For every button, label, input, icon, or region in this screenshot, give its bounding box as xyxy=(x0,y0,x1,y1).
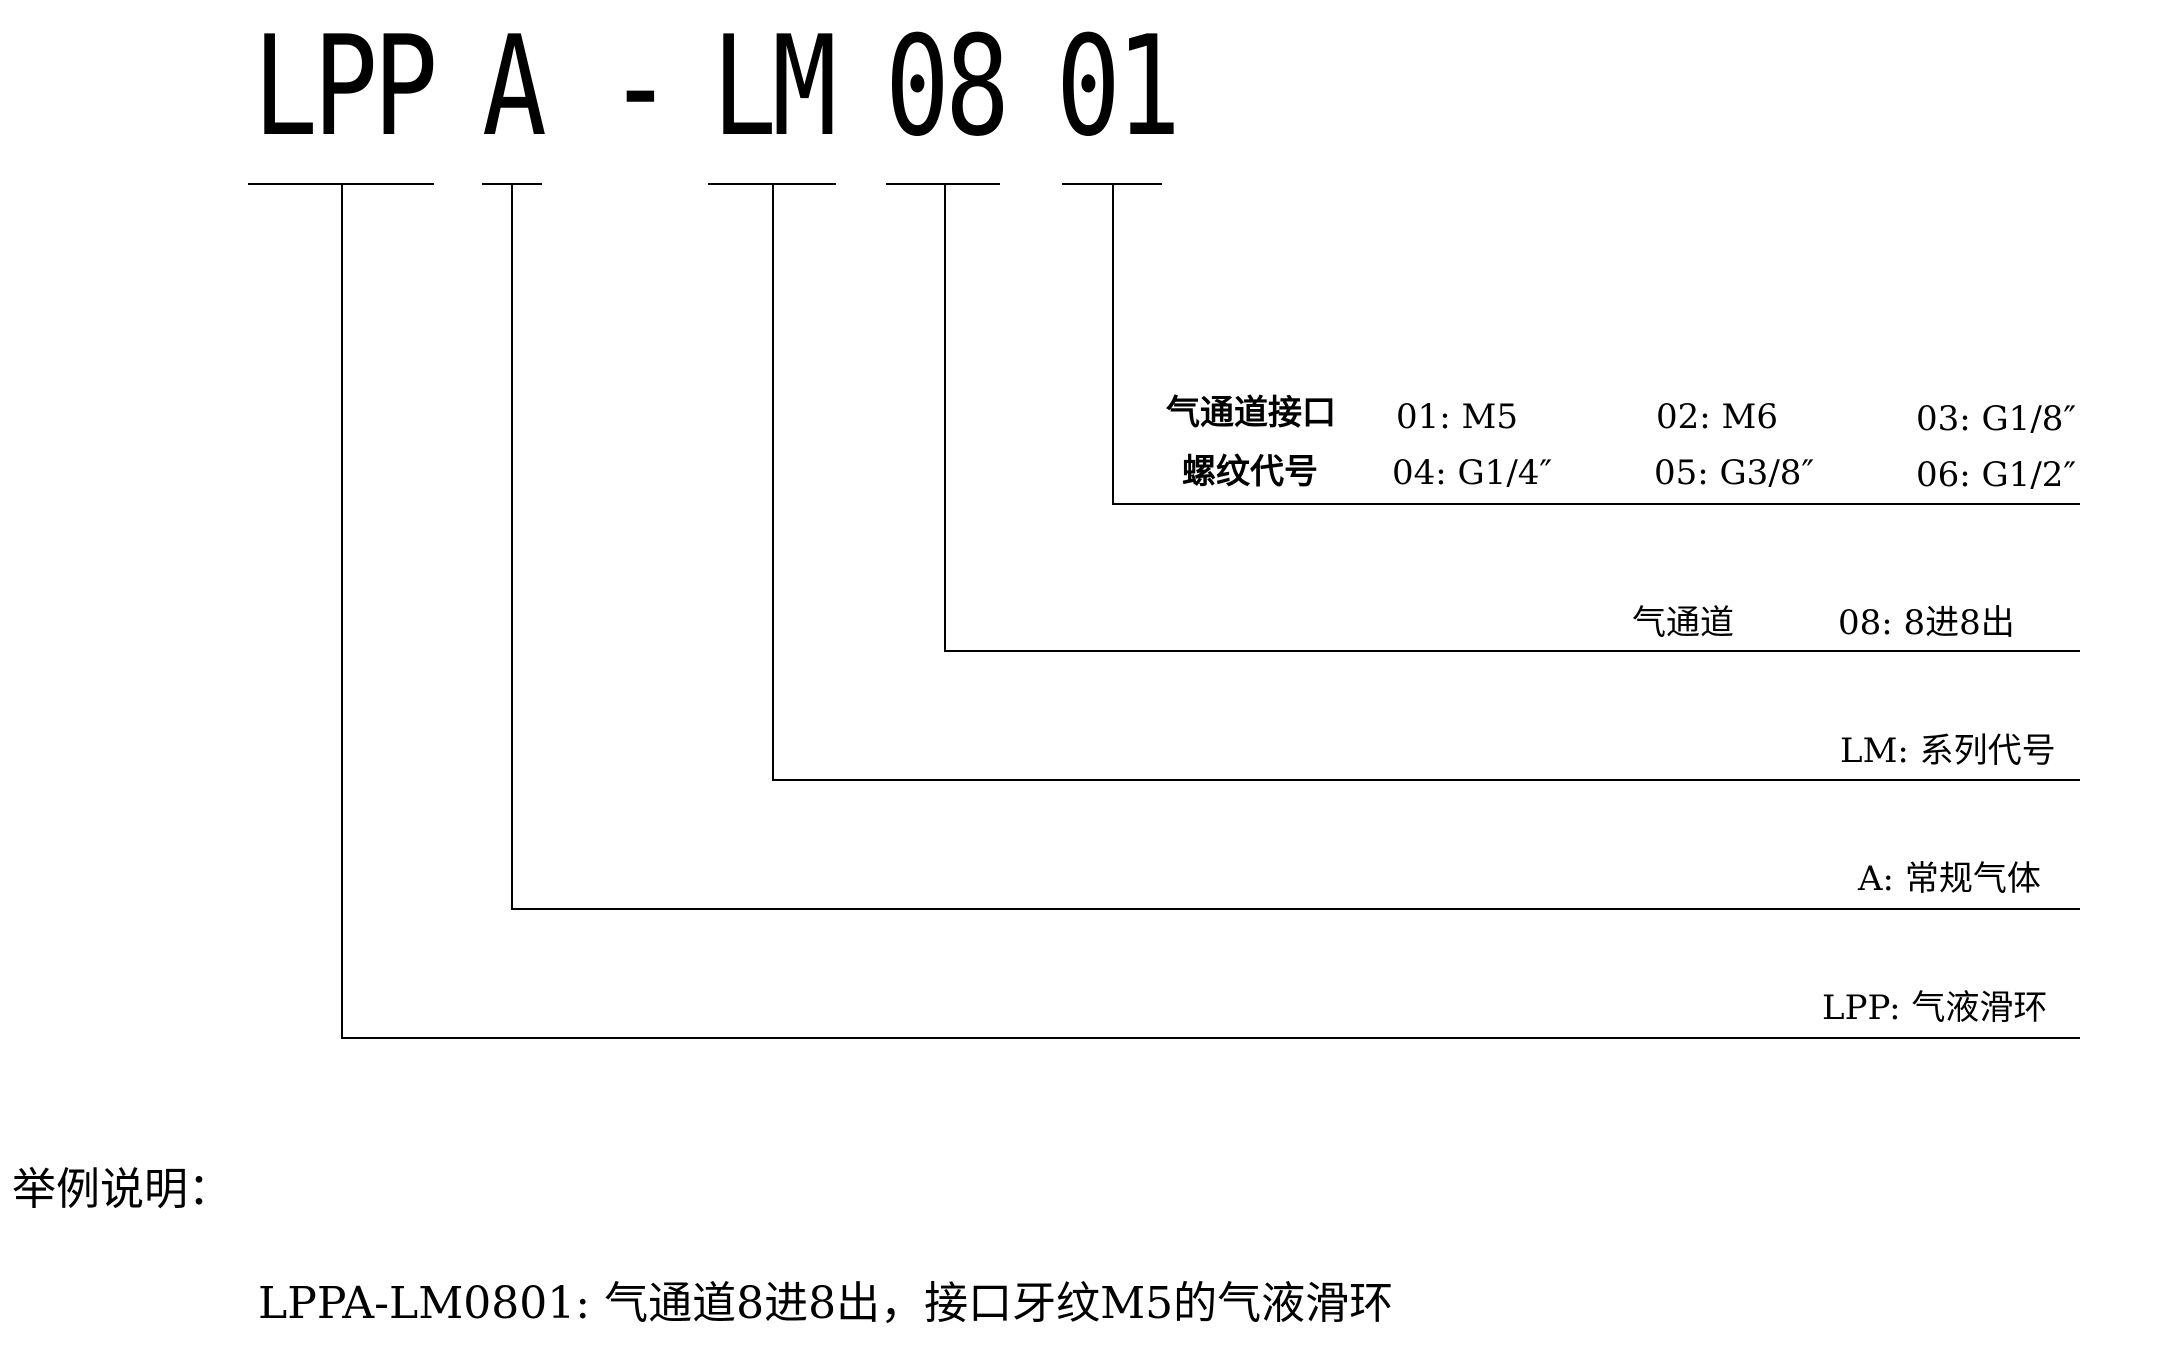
leader-medium xyxy=(511,184,2080,910)
code-segment-lpp: LPP xyxy=(253,6,438,167)
thread-option-06: 06: G1/2″ xyxy=(1916,455,2077,495)
thread-title-line2: 螺纹代号 xyxy=(1182,452,1318,492)
leader-thread xyxy=(1112,184,2080,505)
code-segment-08: 08 xyxy=(885,6,1010,167)
leader-series xyxy=(772,184,2080,781)
thread-option-04: 04: G1/4″ xyxy=(1392,453,1553,493)
product-label: LPP: 气液滑环 xyxy=(1822,988,2048,1028)
example-text: LPPA-LM0801: 气通道8进8出，接口牙纹M5的气液滑环 xyxy=(258,1278,1394,1329)
code-segment-a: A xyxy=(482,6,547,167)
medium-label: A: 常规气体 xyxy=(1858,859,2041,899)
code-segment-lm: LM xyxy=(712,6,837,167)
code-segment-01: 01 xyxy=(1056,6,1181,167)
leader-channel xyxy=(944,184,2080,652)
leader-product xyxy=(341,184,2080,1039)
thread-option-02: 02: M6 xyxy=(1656,397,1778,437)
code-segment-dash: - xyxy=(608,6,673,167)
thread-option-05: 05: G3/8″ xyxy=(1654,453,1815,493)
example-title: 举例说明： xyxy=(12,1164,232,1215)
thread-title-line1: 气通道接口 xyxy=(1166,393,1336,433)
channel-value: 08: 8进8出 xyxy=(1838,603,2015,643)
thread-option-03: 03: G1/8″ xyxy=(1916,399,2077,439)
thread-option-01: 01: M5 xyxy=(1396,397,1518,437)
channel-label: 气通道 xyxy=(1632,603,1734,643)
series-label: LM: 系列代号 xyxy=(1840,731,2056,771)
